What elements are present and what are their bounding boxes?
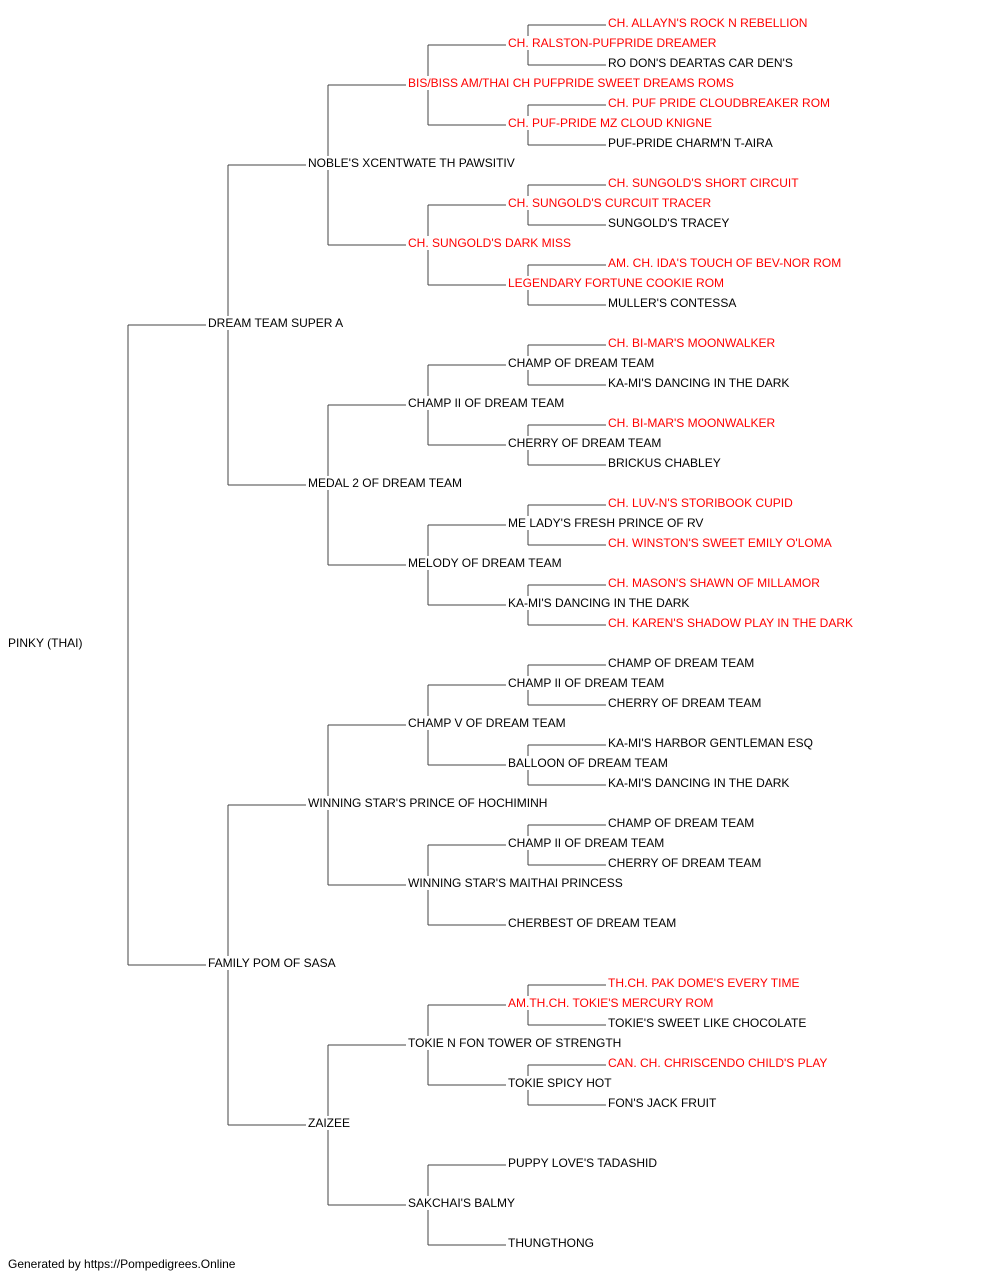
dog-name-dam-gen5: CHERRY OF DREAM TEAM bbox=[608, 856, 762, 870]
dog-name-dam-gen5: PUF-PRIDE CHARM'N T-AIRA bbox=[608, 136, 773, 150]
dog-name-sire-gen1: DREAM TEAM SUPER A bbox=[208, 316, 344, 330]
dog-name-dam-gen5: FON'S JACK FRUIT bbox=[608, 1096, 717, 1110]
dog-name-sire-gen5: CHAMP OF DREAM TEAM bbox=[608, 656, 755, 670]
dog-name-dam-gen4: CHERBEST OF DREAM TEAM bbox=[508, 916, 677, 930]
dog-name-sire-gen5: CH. ALLAYN'S ROCK N REBELLION bbox=[608, 16, 808, 30]
dog-name-sire-gen5: CH. MASON'S SHAWN OF MILLAMOR bbox=[608, 576, 820, 590]
dog-name-dam-gen5: BRICKUS CHABLEY bbox=[608, 456, 721, 470]
dog-name-sire-gen5: KA-MI'S HARBOR GENTLEMAN ESQ bbox=[608, 736, 813, 750]
dog-name-sire-gen4: PUPPY LOVE'S TADASHID bbox=[508, 1156, 658, 1170]
dog-name-sire-gen5: CHAMP OF DREAM TEAM bbox=[608, 816, 755, 830]
dog-name-sire-gen3: CHAMP II OF DREAM TEAM bbox=[408, 396, 565, 410]
dog-name-sire-gen5: CH. BI-MAR'S MOONWALKER bbox=[608, 416, 776, 430]
dog-name-sire-gen4: CH. SUNGOLD'S CURCUIT TRACER bbox=[508, 196, 712, 210]
dog-name-dam-gen3: CH. SUNGOLD'S DARK MISS bbox=[408, 236, 571, 250]
dog-name-dam-gen5: CH. KAREN'S SHADOW PLAY IN THE DARK bbox=[608, 616, 854, 630]
dog-name-dam-gen5: SUNGOLD'S TRACEY bbox=[608, 216, 730, 230]
dog-name-dam-gen5: KA-MI'S DANCING IN THE DARK bbox=[608, 776, 790, 790]
dog-name-sire-gen3: CHAMP V OF DREAM TEAM bbox=[408, 716, 566, 730]
dog-name-dam-gen4: LEGENDARY FORTUNE COOKIE ROM bbox=[508, 276, 725, 290]
dog-name-dam-gen4: KA-MI'S DANCING IN THE DARK bbox=[508, 596, 690, 610]
generated-by-footer: Generated by https://Pompedigrees.Online bbox=[8, 1257, 236, 1271]
dog-name-sire-gen4: ME LADY'S FRESH PRINCE OF RV bbox=[508, 516, 704, 530]
dog-name-dam-gen5: CH. WINSTON'S SWEET EMILY O'LOMA bbox=[608, 536, 832, 550]
dog-name-sire-gen5: CH. SUNGOLD'S SHORT CIRCUIT bbox=[608, 176, 799, 190]
dog-name-sire-gen3: BIS/BISS AM/THAI CH PUFPRIDE SWEET DREAM… bbox=[408, 76, 734, 90]
dog-name-sire-gen2: NOBLE'S XCENTWATE TH PAWSITIV bbox=[308, 156, 515, 170]
dog-name-dam-gen4: BALLOON OF DREAM TEAM bbox=[508, 756, 668, 770]
dog-name-dam-gen3: MELODY OF DREAM TEAM bbox=[408, 556, 562, 570]
dog-name-sire-gen5: CH. LUV-N'S STORIBOOK CUPID bbox=[608, 496, 793, 510]
dog-name-dam-gen4: CH. PUF-PRIDE MZ CLOUD KNIGNE bbox=[508, 116, 713, 130]
dog-name-dam-gen5: CHERRY OF DREAM TEAM bbox=[608, 696, 762, 710]
dog-name-dam-gen5: RO DON'S DEARTAS CAR DEN'S bbox=[608, 56, 793, 70]
dog-name-sire-gen5: CH. PUF PRIDE CLOUDBREAKER ROM bbox=[608, 96, 831, 110]
dog-name-dam-gen5: KA-MI'S DANCING IN THE DARK bbox=[608, 376, 790, 390]
dog-name-sire-gen5: AM. CH. IDA'S TOUCH OF BEV-NOR ROM bbox=[608, 256, 842, 270]
dog-name-dam-gen5: MULLER'S CONTESSA bbox=[608, 296, 737, 310]
dog-name-dam-gen3: SAKCHAI'S BALMY bbox=[408, 1196, 515, 1210]
dog-name-sire-gen5: TH.CH. PAK DOME'S EVERY TIME bbox=[608, 976, 800, 990]
dog-name-sire-gen4: AM.TH.CH. TOKIE'S MERCURY ROM bbox=[508, 996, 714, 1010]
dog-name-sire-gen4: CH. RALSTON-PUFPRIDE DREAMER bbox=[508, 36, 717, 50]
dog-name-dam-gen4: TOKIE SPICY HOT bbox=[508, 1076, 612, 1090]
dog-name-subject-gen0: PINKY (THAI) bbox=[8, 636, 83, 650]
dog-name-sire-gen2: WINNING STAR'S PRINCE OF HOCHIMINH bbox=[308, 796, 548, 810]
dog-name-sire-gen4: CHAMP OF DREAM TEAM bbox=[508, 356, 655, 370]
dog-name-dam-gen5: TOKIE'S SWEET LIKE CHOCOLATE bbox=[608, 1016, 807, 1030]
dog-name-dam-gen2: MEDAL 2 OF DREAM TEAM bbox=[308, 476, 463, 490]
dog-name-dam-gen1: FAMILY POM OF SASA bbox=[208, 956, 336, 970]
dog-name-dam-gen3: WINNING STAR'S MAITHAI PRINCESS bbox=[408, 876, 623, 890]
dog-name-sire-gen4: CHAMP II OF DREAM TEAM bbox=[508, 836, 665, 850]
dog-name-sire-gen3: TOKIE N FON TOWER OF STRENGTH bbox=[408, 1036, 622, 1050]
dog-name-dam-gen4: CHERRY OF DREAM TEAM bbox=[508, 436, 662, 450]
dog-name-sire-gen4: CHAMP II OF DREAM TEAM bbox=[508, 676, 665, 690]
dog-name-dam-gen4: THUNGTHONG bbox=[508, 1236, 594, 1250]
dog-name-sire-gen5: CH. BI-MAR'S MOONWALKER bbox=[608, 336, 776, 350]
dog-name-dam-gen2: ZAIZEE bbox=[308, 1116, 351, 1130]
dog-name-sire-gen5: CAN. CH. CHRISCENDO CHILD'S PLAY bbox=[608, 1056, 828, 1070]
